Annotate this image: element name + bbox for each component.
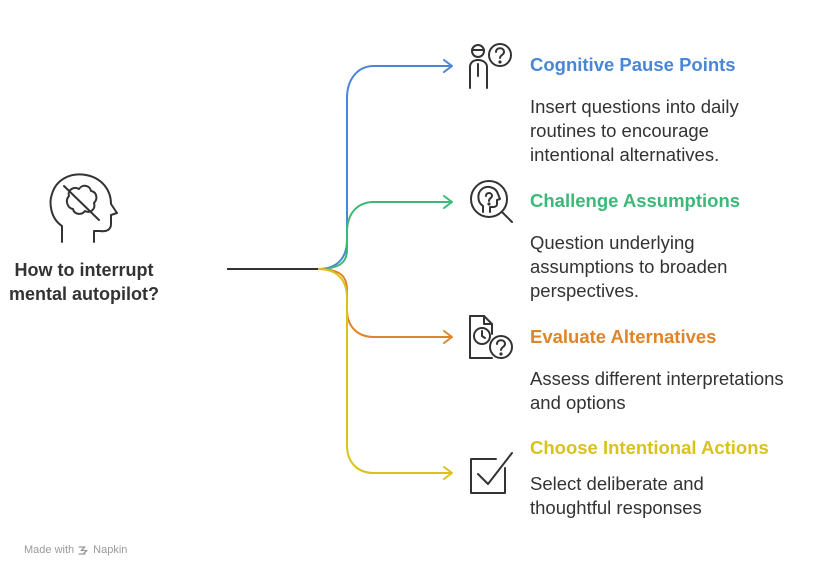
document-clock-question-icon	[469, 315, 513, 359]
item-title-evaluate-alternatives: Evaluate Alternatives	[530, 326, 717, 347]
root-question-line: mental autopilot?	[9, 284, 159, 304]
item-title-cognitive-pause-points: Cognitive Pause Points	[530, 54, 736, 75]
item-description-choose-intentional-actions: Select deliberate and thoughtful respons…	[530, 472, 825, 520]
arrowhead-2	[443, 195, 453, 209]
description-line: perspectives.	[530, 280, 639, 301]
napkin-logo-icon	[78, 545, 88, 555]
item-title-challenge-assumptions: Challenge Assumptions	[530, 190, 741, 211]
arrowhead-3	[443, 330, 453, 344]
description-line: intentional alternatives.	[530, 144, 720, 165]
made-with-label: Made with	[24, 544, 75, 556]
item-description-evaluate-alternatives: Assess different interpretations and opt…	[530, 367, 825, 415]
arrowhead-4	[443, 466, 453, 480]
branch-connector-3	[317, 268, 452, 338]
description-line: routines to encourage	[530, 120, 709, 141]
item-description-cognitive-pause-points: Insert questions into daily routines to …	[530, 95, 825, 167]
description-line: and options	[530, 392, 626, 413]
head-magnifier-question-icon	[470, 180, 513, 223]
root-question-label: How to interrupt mental autopilot?	[0, 258, 168, 306]
description-line: Select deliberate and	[530, 473, 704, 494]
person-question-icon	[469, 43, 512, 89]
item-description-challenge-assumptions: Question underlying assumptions to broad…	[530, 231, 825, 303]
description-line: Insert questions into daily	[530, 96, 739, 117]
crossed-out-brain-head-icon	[49, 173, 118, 243]
description-line: Assess different interpretations	[530, 368, 784, 389]
arrowhead-1	[443, 59, 453, 73]
branch-connector-2	[317, 201, 452, 270]
root-question-line: How to interrupt	[14, 260, 154, 280]
napkin-brand-label: Napkin	[93, 544, 128, 556]
description-line: Question underlying	[530, 232, 695, 253]
item-title-choose-intentional-actions: Choose Intentional Actions	[530, 437, 769, 458]
branch-connector-4	[317, 268, 452, 474]
made-with-napkin-footer[interactable]: Made with Napkin	[24, 544, 127, 556]
description-line: thoughtful responses	[530, 497, 702, 518]
branch-connector-1	[317, 65, 452, 270]
description-line: assumptions to broaden	[530, 256, 728, 277]
checkbox-checked-icon	[470, 452, 513, 494]
